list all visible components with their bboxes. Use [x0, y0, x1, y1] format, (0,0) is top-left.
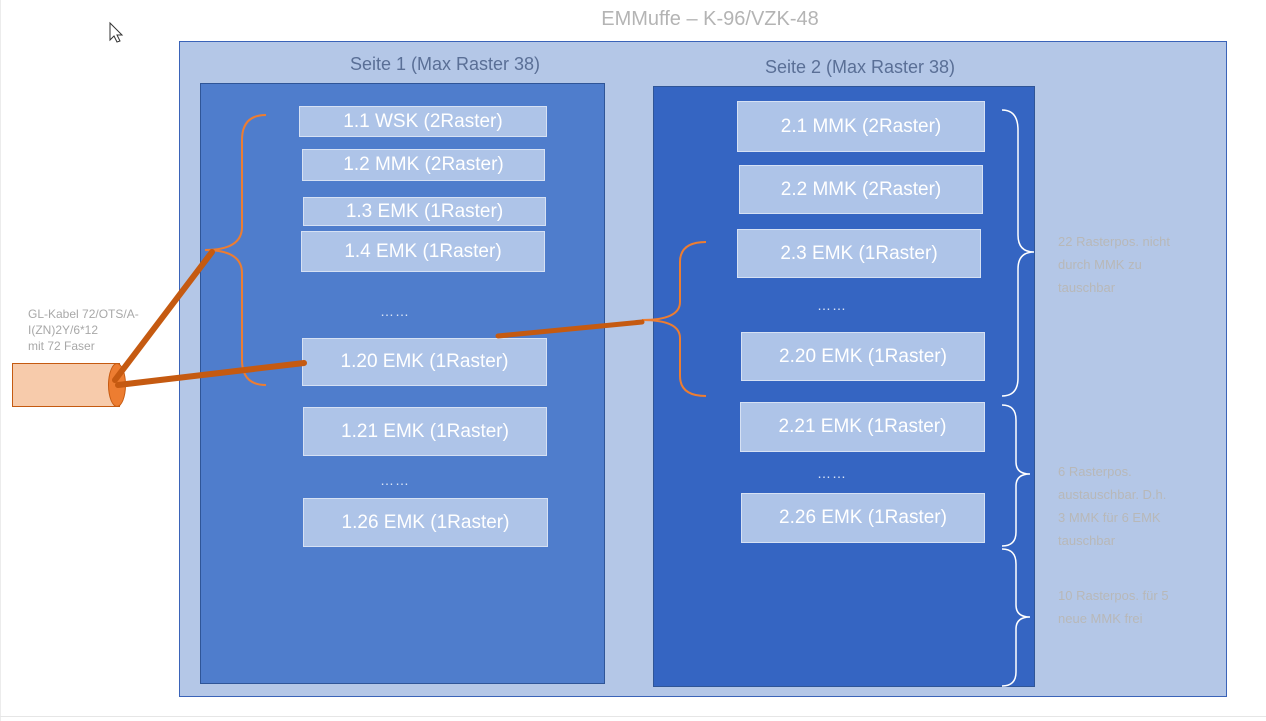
page1-slot: 1.4 EMK (1Raster)	[301, 231, 545, 272]
brace-swappable	[1001, 404, 1031, 547]
mouse-pointer-icon	[109, 21, 124, 43]
page1-slot: 1.1 WSK (2Raster)	[299, 106, 547, 137]
page2-slot: 2.2 MMK (2Raster)	[739, 165, 983, 214]
page2-header: Seite 2 (Max Raster 38)	[764, 57, 956, 77]
page2-ellipsis: ……	[817, 297, 847, 313]
page1-slot: 1.21 EMK (1Raster)	[303, 407, 547, 456]
fiber-cable	[12, 363, 120, 407]
page2-group-bracket	[641, 241, 707, 397]
page1-slot: 1.3 EMK (1Raster)	[303, 197, 546, 226]
brace-non-swappable	[1001, 109, 1035, 397]
fiber-line-to-page1	[112, 249, 215, 383]
fiber-line-to-page1-lower	[115, 360, 307, 388]
page2-slot: 2.1 MMK (2Raster)	[737, 101, 985, 152]
page1-header: Seite 1 (Max Raster 38)	[349, 54, 541, 74]
note-swappable: 6 Rasterpos. austauschbar. D.h. 3 MMK fü…	[1058, 464, 1167, 548]
page2-slot: 2.21 EMK (1Raster)	[740, 402, 985, 452]
bottom-edge-rule	[0, 716, 1266, 717]
page1-ellipsis: ……	[380, 303, 410, 319]
note-free-positions: 10 Rasterpos. für 5 neue MMK frei	[1058, 588, 1169, 626]
page1-slot: 1.20 EMK (1Raster)	[302, 338, 547, 386]
diagram-title: EMMuffe – K-96/VZK-48	[601, 8, 819, 30]
cable-label: GL-Kabel 72/OTS/A- I(ZN)2Y/6*12 mit 72 F…	[28, 307, 139, 353]
page1-slot: 1.2 MMK (2Raster)	[302, 149, 545, 181]
note-non-swappable: 22 Rasterpos. nicht durch MMK zu tauschb…	[1058, 234, 1171, 295]
page2-slot: 2.3 EMK (1Raster)	[737, 229, 981, 278]
page2-ellipsis: ……	[817, 465, 847, 481]
fiber-line-to-page2	[495, 319, 645, 339]
brace-free-positions	[1001, 548, 1031, 687]
page1-ellipsis: ……	[380, 472, 410, 488]
page2-slot: 2.26 EMK (1Raster)	[741, 493, 985, 543]
page2-slot: 2.20 EMK (1Raster)	[741, 332, 985, 381]
left-edge-rule	[0, 0, 1, 721]
page1-slot: 1.26 EMK (1Raster)	[303, 498, 548, 547]
